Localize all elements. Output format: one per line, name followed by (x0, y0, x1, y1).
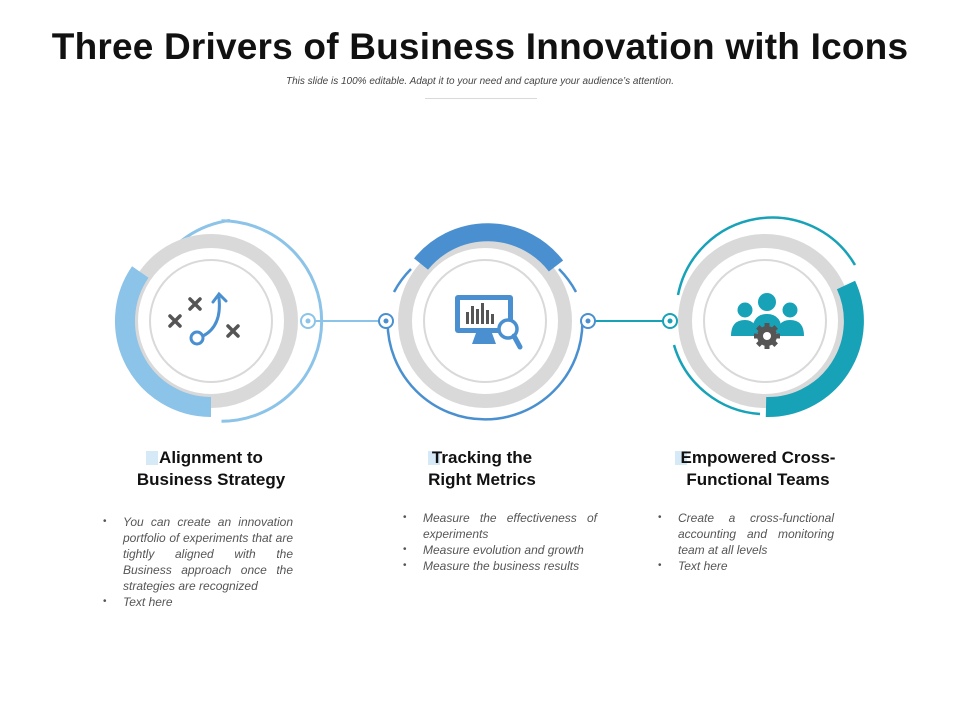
driver-1-circle (114, 218, 324, 423)
driver-1-inner-circle (149, 259, 273, 383)
list-item: Measure the business results (403, 558, 597, 574)
driver-1-bullets: You can create an innovation portfolio o… (103, 514, 293, 610)
driver-2-circle (378, 223, 596, 421)
driver-2-outer-arc (386, 321, 584, 421)
driver-3-heading-line1: Empowered Cross- (680, 448, 836, 467)
subtitle-divider (425, 98, 537, 99)
strategy-play-icon (168, 291, 240, 346)
driver-3-heading: Empowered Cross- Functional Teams (648, 447, 868, 491)
list-item: Text here (658, 558, 834, 574)
list-item: Measure evolution and growth (403, 542, 597, 558)
monitor-chart-search-icon (455, 295, 523, 350)
driver-1-outer-arc (221, 219, 324, 423)
driver-3-outer-arc (676, 216, 857, 296)
driver-2-heading-line2: Right Metrics (428, 470, 536, 489)
team-gear-icon (731, 293, 804, 349)
driver-1-heading-highlight (146, 451, 158, 465)
driver-3-heading-line2: Functional Teams (686, 470, 830, 489)
list-item: You can create an innovation portfolio o… (103, 514, 293, 594)
slide-title: Three Drivers of Business Innovation wit… (51, 26, 909, 67)
driver-3-accent-arc (765, 280, 864, 418)
driver-2-accent-arc (414, 223, 564, 272)
list-item: Measure the effectiveness of experiments (403, 510, 597, 542)
driver-2-heading-line1: Tracking the (431, 448, 533, 467)
driver-1-heading: Alignment to Business Strategy (101, 447, 321, 491)
list-item: Text here (103, 594, 293, 610)
driver-1-heading-line2: Business Strategy (136, 470, 286, 489)
driver-2-bullets: Measure the effectiveness of experiments… (403, 510, 597, 574)
driver-3-heading-highlight (675, 451, 687, 465)
slide-subtitle: This slide is 100% editable. Adapt it to… (285, 76, 675, 87)
driver-3-bullets: Create a cross-functional accounting and… (658, 510, 834, 574)
driver-2-heading-highlight (428, 451, 440, 465)
driver-1-heading-line1: Alignment to (159, 448, 263, 467)
driver-3-circle (662, 216, 864, 418)
driver-1-accent-arc (114, 266, 212, 417)
driver-2-heading: Tracking the Right Metrics (372, 447, 592, 491)
list-item: Create a cross-functional accounting and… (658, 510, 834, 558)
